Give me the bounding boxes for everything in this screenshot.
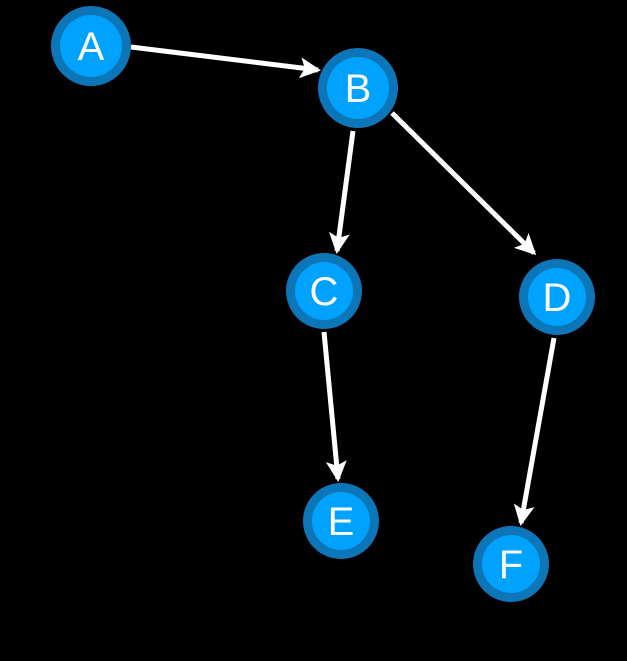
node-fill-a [60,15,122,77]
graph-edge-d-to-f[interactable] [513,337,557,526]
graph-edge-b-to-c[interactable] [328,130,356,254]
graph-node-d[interactable]: D [519,259,595,335]
node-label-c: C [310,270,339,314]
graph-node-c[interactable]: C [286,253,362,329]
node-fill-d [528,268,586,326]
graph-edge-b-to-d[interactable] [390,111,537,256]
node-fill-b [327,57,389,119]
graph-node-f[interactable]: F [473,526,549,602]
node-fill-f [482,535,540,593]
node-fill-e [312,492,370,550]
node-fill-c [295,262,353,320]
graph-node-a[interactable]: A [51,6,131,86]
graph-node-b[interactable]: B [318,48,398,128]
edges-layer [130,44,557,526]
node-label-f: F [499,543,523,587]
node-label-b: B [345,67,372,111]
node-label-e: E [328,500,355,544]
graph-node-e[interactable]: E [303,483,379,559]
node-label-d: D [543,276,572,320]
graph-edge-c-to-e[interactable] [321,331,347,482]
nodes-layer: A B C D E F [51,6,595,602]
node-label-a: A [78,25,105,69]
graph-edge-a-to-b[interactable] [130,44,321,79]
